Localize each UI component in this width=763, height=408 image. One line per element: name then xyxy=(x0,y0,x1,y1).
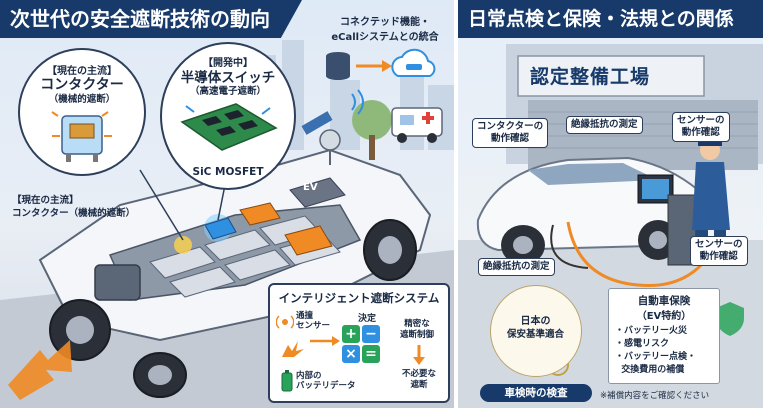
unneeded-cutoff-label: 不必要な 遮断 xyxy=(402,369,436,391)
semi-bubble-sub: （高速電子遮断） xyxy=(189,86,266,97)
insurance-item: 感電リスク xyxy=(624,339,670,349)
insurance-item: バッテリー点検・ xyxy=(624,352,697,362)
collision-spark-icon xyxy=(282,341,304,357)
battery-data-line2: バッテリデータ xyxy=(296,381,356,391)
insulation-top-text: 絶縁抵抗の測定 xyxy=(571,119,638,130)
insurance-title2: （EV特約） xyxy=(636,311,692,322)
insulation-top-label: 絶縁抵抗の測定 xyxy=(566,116,643,134)
connected-line2: eCallシステムとの統合 xyxy=(331,32,439,43)
insurance-document: 自動車保険 （EV特約） ・バッテリー火災 ・感電リスク ・バッテリー点検・ 交… xyxy=(608,288,720,384)
unneeded-line1: 不必要な xyxy=(402,369,437,379)
insulation-bottom-text: 絶縁抵抗の測定 xyxy=(483,261,550,272)
contactor-check-line2: 動作確認 xyxy=(491,133,530,144)
precise-control-label: 精密な 遮断制御 xyxy=(400,319,434,341)
left-panel: 次世代の安全遮断技術の動向 コネクテッド機能・ eCallシステムとの統合 【現… xyxy=(0,0,454,408)
certificate-badge: 日本の 保安基準適合 xyxy=(490,285,582,377)
semiconductor-bubble: 【開発中】 半導体スイッチ （高速電子遮断） SiC MOSFET xyxy=(160,42,296,190)
sensor-bottom-label: センサーの 動作確認 xyxy=(690,236,748,266)
certificate-caption: 車検時の検査 xyxy=(480,384,592,402)
left-title: 次世代の安全遮断技術の動向 xyxy=(0,0,302,38)
contactor-bubble: 【現在の主流】 コンタクター （機械的遮断） xyxy=(18,48,146,176)
calc-minus: − xyxy=(362,325,380,343)
semi-bubble-tag: 【開発中】 xyxy=(203,58,253,69)
contactor-check-label: コンタクターの 動作確認 xyxy=(472,118,549,148)
contactor-callout-line2: コンタクター（機械的遮断） xyxy=(12,208,136,219)
collision-sensor-label: 通撞 センサー xyxy=(296,311,330,331)
certificate-line2: 保安基準適合 xyxy=(506,329,564,340)
insurance-title1: 自動車保険 xyxy=(637,295,691,307)
decision-label: 決定 xyxy=(358,314,377,324)
intelligent-system-panel: インテリジェント遮断システム 通撞 センサー 決定 + − × = 精密な 遮断… xyxy=(268,283,450,403)
contactor-bubble-name: コンタクター xyxy=(40,77,124,93)
collision-sensor-line1: 通撞 xyxy=(296,311,314,321)
battery-data-label: 内部の バッテリデータ xyxy=(296,371,356,391)
contactor-bubble-sub: （機械的遮断） xyxy=(48,94,116,105)
connected-line1: コネクテッド機能・ xyxy=(340,17,430,28)
insulation-bottom-label: 絶縁抵抗の測定 xyxy=(478,258,555,276)
certificate-line1: 日本の xyxy=(520,316,551,327)
collision-sensor-line2: センサー xyxy=(296,321,331,331)
sic-circuit-board-icon xyxy=(180,103,278,151)
ev-badge: EV xyxy=(303,182,318,193)
insurance-item: 交換費用の補償 xyxy=(621,365,685,375)
right-title: 日常点検と保険・法規との関係 xyxy=(458,0,763,38)
sic-mosfet-label: SiC MOSFET xyxy=(192,166,264,178)
unneeded-line2: 遮断 xyxy=(410,380,428,390)
battery-data-line1: 内部の xyxy=(296,371,322,381)
arrow-right-icon xyxy=(310,336,340,346)
contactor-callout-line1: 【現在の主流】 xyxy=(12,195,79,206)
sensor-top-line1: センサーの xyxy=(677,115,725,126)
intelligent-system-title: インテリジェント遮断システム xyxy=(278,291,440,305)
contactor-callout: 【現在の主流】 コンタクター（機械的遮断） xyxy=(12,194,135,220)
insurance-note: ※補償内容をご確認ください xyxy=(600,391,710,401)
right-panel: 日常点検と保険・法規との関係 認定整備工場 コンタクターの 動作確認 絶縁抵抗の… xyxy=(458,0,763,408)
semi-bubble-name: 半導体スイッチ xyxy=(180,70,276,86)
sensor-bottom-line2: 動作確認 xyxy=(699,251,738,262)
battery-icon xyxy=(281,370,293,392)
sensor-top-label: センサーの 動作確認 xyxy=(672,112,730,142)
calc-equals: = xyxy=(362,345,380,363)
insurance-items: ・バッテリー火災 ・感電リスク ・バッテリー点検・ 交換費用の補償 xyxy=(615,326,697,375)
sensor-bottom-line1: センサーの xyxy=(695,239,743,250)
contactor-relay-icon xyxy=(51,111,112,162)
calc-times: × xyxy=(342,345,360,363)
calc-plus: + xyxy=(342,325,360,343)
contactor-bubble-tag: 【現在の主流】 xyxy=(47,66,117,77)
sensor-top-line2: 動作確認 xyxy=(681,127,720,138)
garage-sign: 認定整備工場 xyxy=(530,66,651,88)
sensor-icon xyxy=(276,315,294,329)
connected-caption: コネクテッド機能・ eCallシステムとの統合 xyxy=(320,13,450,43)
panel-divider xyxy=(454,0,458,408)
precise-line2: 遮断制御 xyxy=(400,330,435,340)
insurance-item: バッテリー火災 xyxy=(624,326,688,336)
contactor-check-line1: コンタクターの xyxy=(477,121,544,132)
arrow-down-icon xyxy=(413,345,425,365)
precise-line1: 精密な xyxy=(404,319,430,329)
